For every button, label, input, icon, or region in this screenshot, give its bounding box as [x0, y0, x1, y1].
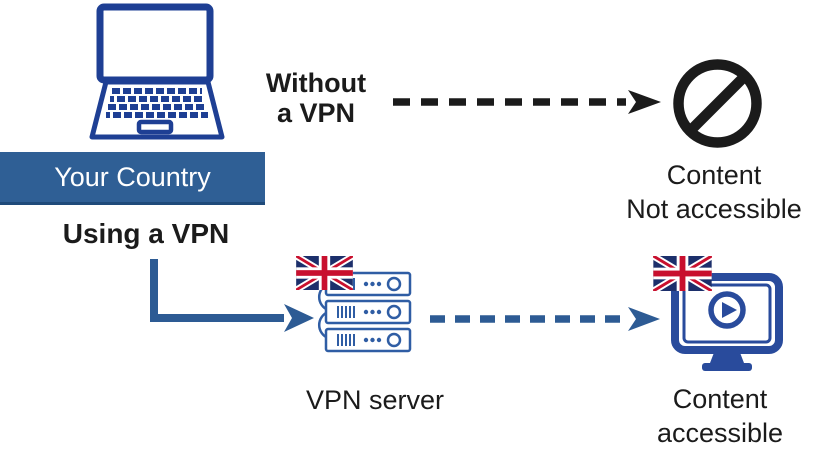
your-country-banner: Your Country [0, 152, 265, 205]
content-accessible-label: Content accessible [656, 384, 784, 448]
content-not-accessible-label: Content Not accessible [626, 160, 802, 224]
without-vpn-label: Without a VPN [265, 68, 367, 128]
uk-flag-icon [296, 256, 353, 290]
server-to-content-arrow [430, 307, 660, 331]
vpn-server-label: VPN server [305, 385, 445, 415]
using-vpn-arrow [150, 259, 314, 332]
without-vpn-arrow [393, 90, 661, 114]
using-vpn-label: Using a VPN [62, 218, 230, 249]
uk-flag-icon [653, 256, 712, 291]
laptop-icon [89, 3, 225, 140]
no-entry-icon [673, 59, 762, 148]
your-country-label: Your Country [54, 161, 211, 192]
monitor-play-icon [671, 273, 783, 371]
